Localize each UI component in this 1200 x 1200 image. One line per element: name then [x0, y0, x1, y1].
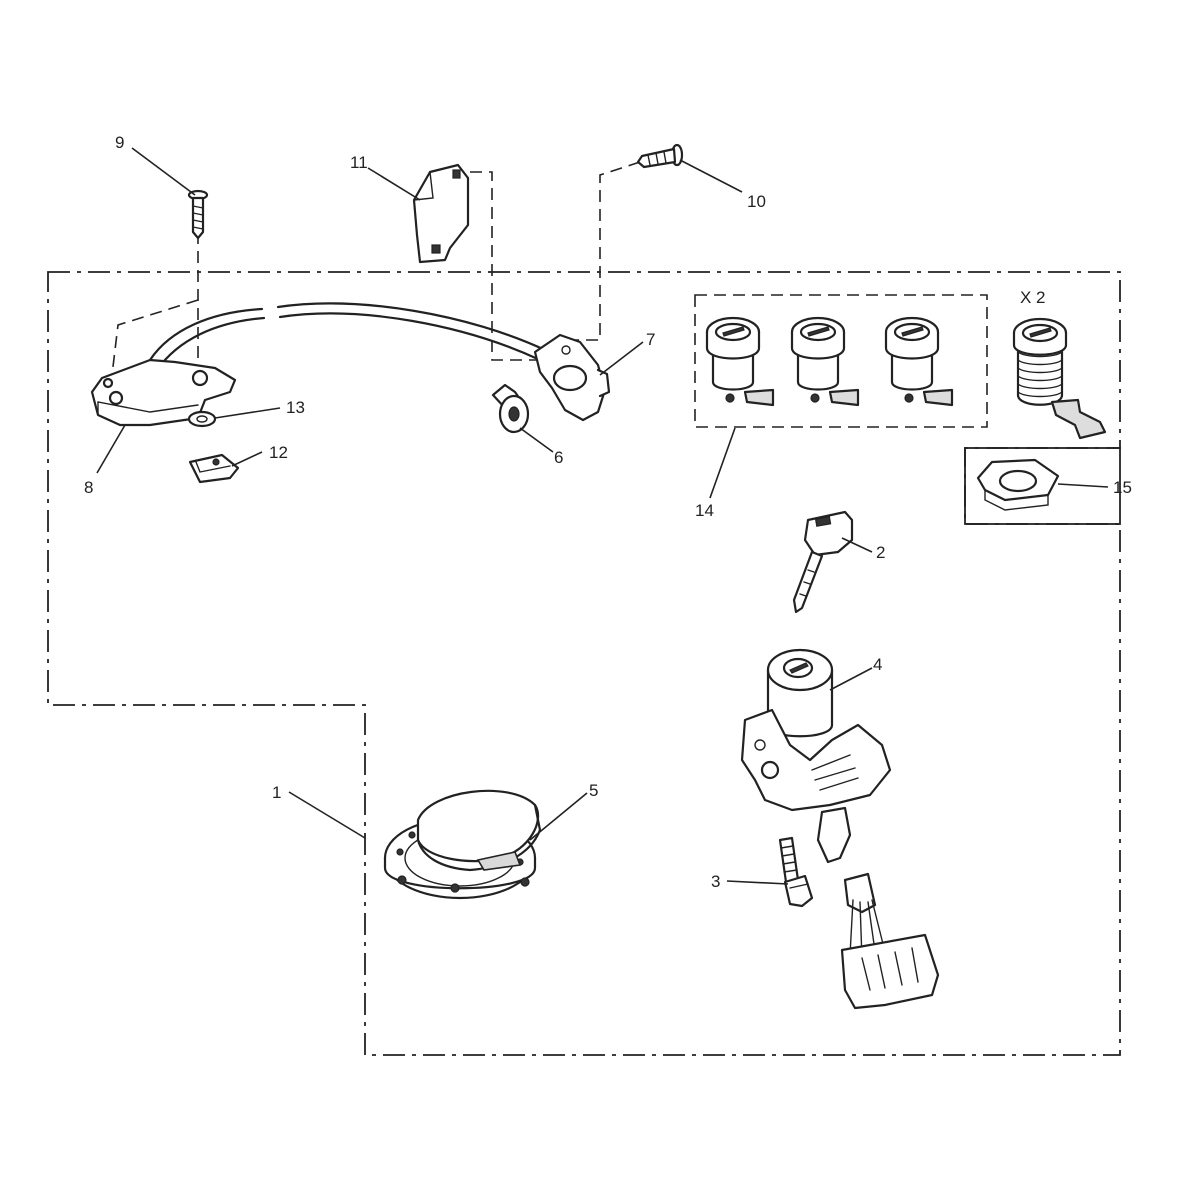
quantity-note: X 2 [1020, 288, 1046, 307]
callout-8: 8 [84, 478, 93, 497]
callout-12: 12 [269, 443, 288, 462]
seat-lock-bracket-with-cable [90, 302, 547, 427]
nut-clip-12 [188, 453, 240, 484]
washer-13 [187, 410, 217, 428]
nut-group-box [964, 447, 1121, 525]
screw-10 [636, 143, 684, 169]
callout-14: 14 [695, 501, 714, 520]
assembly-lines [111, 161, 641, 380]
callout-11: 11 [350, 153, 368, 172]
leader-lines [96, 147, 1109, 885]
callout-9: 9 [115, 133, 124, 152]
threaded-lock-barrel [1012, 317, 1107, 440]
hex-nut-15 [976, 458, 1060, 511]
callout-6: 6 [554, 448, 563, 467]
callout-labels: 1 2 3 4 5 6 7 8 9 10 11 12 13 14 15 X 2 [84, 133, 1132, 891]
lock-set-group-box [694, 294, 988, 428]
lock-housing-7 [533, 333, 611, 422]
screw-9 [187, 189, 209, 240]
lock-barrel [884, 316, 954, 407]
bracket-plate-11 [412, 163, 470, 264]
bolt-3 [778, 836, 814, 908]
callout-7: 7 [646, 330, 655, 349]
callout-2: 2 [876, 543, 885, 562]
kit-boundary [47, 271, 1121, 1056]
lock-barrels-14 [705, 316, 954, 407]
callout-1: 1 [272, 783, 281, 802]
latch-cam-6 [491, 383, 530, 434]
callout-3: 3 [711, 872, 720, 891]
key-2 [792, 510, 854, 614]
callout-15: 15 [1113, 478, 1132, 497]
callout-10: 10 [747, 192, 766, 211]
lock-barrel [705, 316, 775, 407]
callout-4: 4 [873, 655, 882, 674]
callout-13: 13 [286, 398, 305, 417]
fuel-cap-5 [383, 789, 542, 900]
lock-barrel [790, 316, 860, 407]
callout-5: 5 [589, 781, 598, 800]
ignition-switch-4 [740, 648, 940, 1010]
